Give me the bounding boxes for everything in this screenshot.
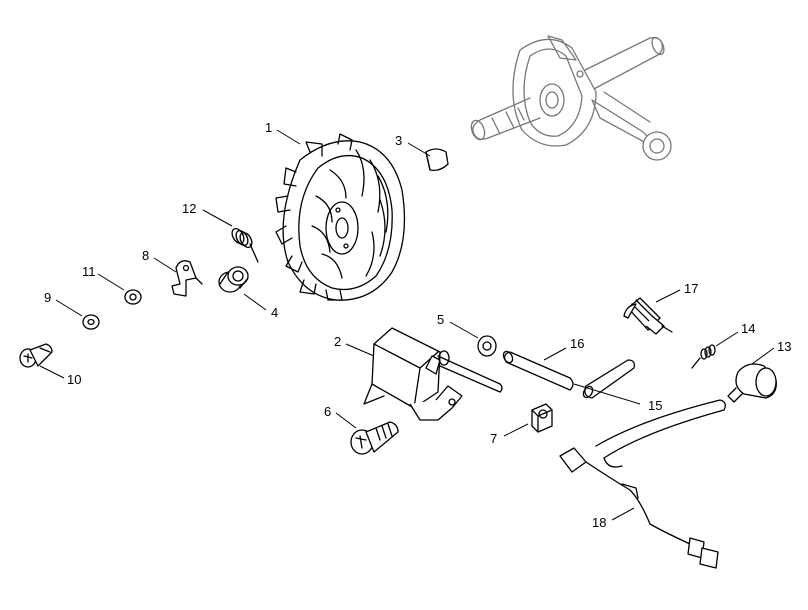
callout-6: 6: [324, 404, 331, 419]
callout-17: 17: [684, 281, 698, 296]
part-collar: [218, 266, 249, 293]
part-wire-harness: [559, 447, 719, 569]
callout-1: 1: [265, 120, 272, 135]
part-bolt-6: [350, 421, 399, 455]
part-screw-10: [19, 343, 53, 368]
callout-11: 11: [82, 264, 96, 279]
part-ht-lead: [595, 399, 726, 468]
callout-2: 2: [334, 334, 341, 349]
callout-7: 7: [490, 431, 497, 446]
callout-3: 3: [395, 133, 402, 148]
part-grommet: [531, 403, 553, 433]
part-spring-small: [231, 227, 259, 263]
callout-12: 12: [182, 201, 196, 216]
callout-14: 14: [741, 321, 755, 336]
crankshaft-assembly: [470, 35, 672, 161]
callout-labels: 1 2 3 4 5 6 7 8 9 10 11 12 13 14 15 16 1…: [44, 120, 791, 530]
part-plug-cap: [727, 363, 777, 403]
part-spark-plug: [623, 297, 673, 335]
part-ignition-coil: [363, 327, 503, 421]
callout-10: 10: [67, 372, 81, 387]
part-washer-11: [124, 289, 142, 305]
part-pawl: [171, 260, 203, 297]
part-flywheel: [275, 133, 406, 301]
callout-18: 18: [592, 515, 606, 530]
callout-16: 16: [570, 336, 584, 351]
callout-4: 4: [271, 305, 278, 320]
callout-5: 5: [437, 312, 444, 327]
callout-9: 9: [44, 290, 51, 305]
leader-lines: [39, 129, 775, 521]
part-key: [425, 148, 449, 172]
callout-13: 13: [777, 339, 791, 354]
part-spring-14: [691, 344, 716, 369]
callout-8: 8: [142, 248, 149, 263]
part-tube-15: [582, 359, 636, 399]
callout-15: 15: [648, 398, 662, 413]
part-washer-5: [477, 335, 497, 357]
part-washer-9: [82, 314, 100, 330]
part-tube-16: [502, 350, 574, 391]
